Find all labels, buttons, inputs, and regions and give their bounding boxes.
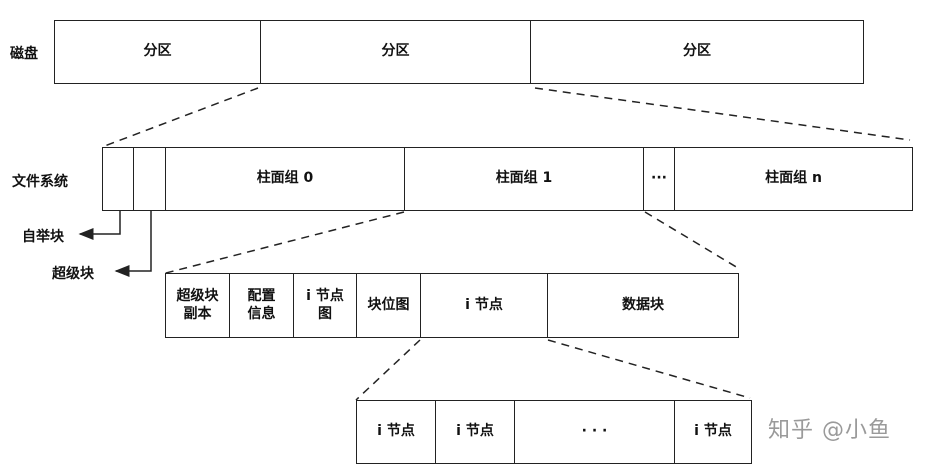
boot-block-label: 自举块 — [22, 229, 64, 245]
cylinder-group-n: 柱面组 n — [674, 147, 913, 211]
inode-cell-ellipsis: · · · — [514, 400, 675, 464]
boot-block — [102, 147, 134, 211]
cylinder-group-ellipsis: ··· — [643, 147, 675, 211]
watermark: 知乎 @小鱼 — [768, 418, 891, 443]
config-info-line1: 配置 — [247, 288, 276, 304]
superblock-copy-line1: 超级块 — [176, 288, 219, 304]
inode-cell-1: i 节点 — [356, 400, 436, 464]
zoom-line-inode-left — [355, 339, 421, 401]
zoom-line-partition-left — [101, 87, 259, 148]
superblock-copy: 超级块 副本 — [165, 273, 230, 338]
inode-map-line2: 图 — [318, 305, 332, 322]
inode-map-line1: i 节点 — [306, 288, 344, 304]
zoom-line-inode-right — [547, 339, 751, 399]
config-info-line2: 信息 — [247, 305, 276, 322]
cylinder-group-0: 柱面组 0 — [165, 147, 405, 211]
disk-label: 磁盘 — [10, 46, 38, 62]
inode-cell-last: i 节点 — [674, 400, 752, 464]
inode-map: i 节点 图 — [293, 273, 357, 338]
filesystem-label: 文件系统 — [12, 174, 68, 190]
config-info: 配置 信息 — [229, 273, 294, 338]
partition-2: 分区 — [260, 20, 531, 84]
zoom-line-group-right — [644, 211, 739, 269]
partition-3: 分区 — [530, 20, 864, 84]
data-blocks: 数据块 — [547, 273, 739, 338]
super-block-label: 超级块 — [52, 266, 94, 282]
zoom-line-group-left — [161, 211, 405, 275]
super-block — [133, 147, 166, 211]
superblock-copy-line2: 副本 — [183, 305, 212, 322]
zoom-line-partition-right — [534, 87, 911, 141]
block-bitmap: 块位图 — [356, 273, 421, 338]
inode-area: i 节点 — [420, 273, 548, 338]
cylinder-group-1: 柱面组 1 — [404, 147, 644, 211]
partition-1: 分区 — [54, 20, 261, 84]
inode-cell-2: i 节点 — [435, 400, 515, 464]
